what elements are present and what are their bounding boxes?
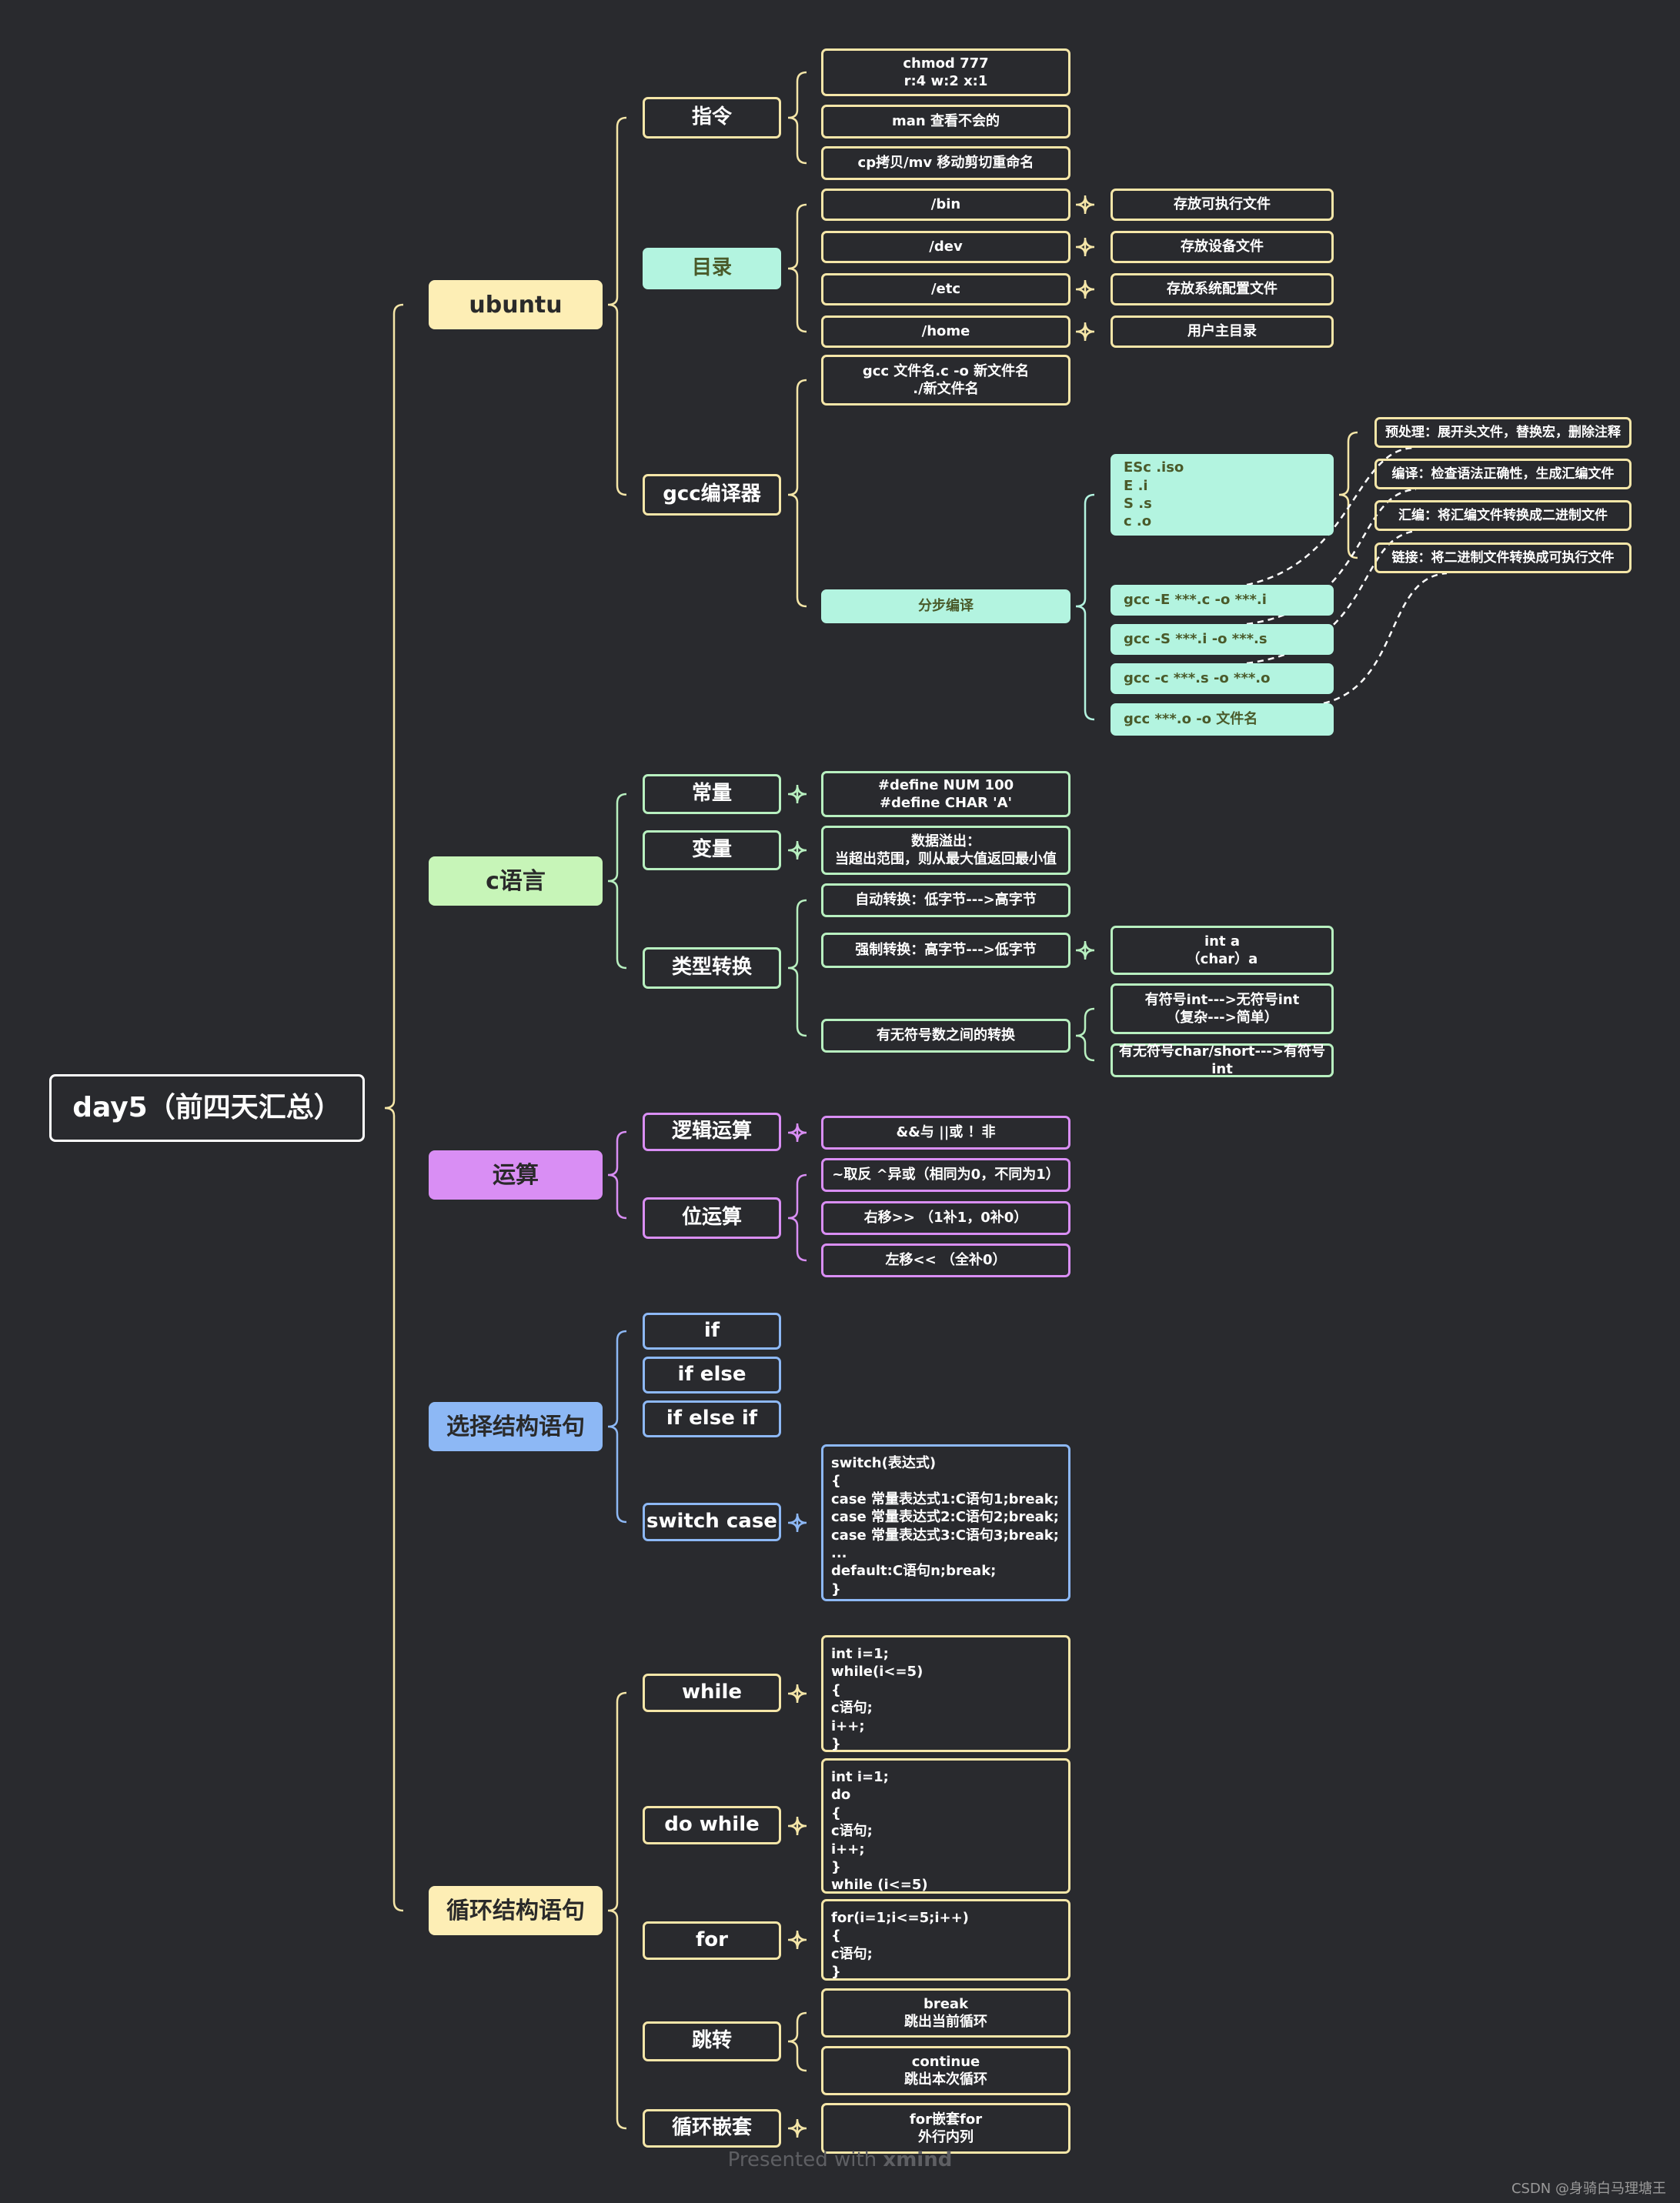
leaf-bin[interactable]: /bin — [821, 189, 1070, 221]
leaf-gcc-link[interactable]: gcc ***.o -o 文件名 — [1111, 703, 1334, 736]
esc-brace — [1338, 431, 1358, 559]
relation-link — [1323, 572, 1448, 705]
leaf-for-code[interactable]: for(i=1;i<=5;i++) { c语句; } — [821, 1899, 1070, 1981]
while-brace — [787, 1684, 807, 1704]
subtopic-bit-ops[interactable]: 位运算 — [643, 1197, 781, 1239]
conv-brace — [787, 899, 807, 1037]
topic-loops[interactable]: 循环结构语句 — [429, 1886, 603, 1935]
leaf-gcc-basic[interactable]: gcc 文件名.c -o 新文件名 ./新文件名 — [821, 355, 1070, 406]
subtopic-commands[interactable]: 指令 — [643, 97, 781, 139]
subtopic-while[interactable]: while — [643, 1674, 781, 1712]
topic-c-language[interactable]: c语言 — [429, 856, 603, 906]
const-brace — [787, 784, 807, 804]
bin-brace — [1075, 195, 1095, 215]
leaf-home-desc[interactable]: 用户主目录 — [1111, 315, 1334, 348]
topic-ubuntu[interactable]: ubuntu — [429, 280, 603, 329]
subtopic-constant[interactable]: 常量 — [643, 774, 781, 814]
leaf-dev[interactable]: /dev — [821, 231, 1070, 263]
select-brace — [607, 1330, 627, 1524]
root-topic[interactable]: day5（前四天汇总） — [49, 1074, 365, 1142]
leaf-man[interactable]: man 查看不会的 — [821, 105, 1070, 139]
gcc-brace — [787, 379, 807, 608]
subtopic-gcc[interactable]: gcc编译器 — [643, 474, 781, 516]
logic-brace — [787, 1123, 807, 1143]
dir-brace — [787, 203, 807, 333]
subtopic-if[interactable]: if — [643, 1313, 781, 1350]
footer-text: Presented with — [727, 2148, 883, 2171]
subtopic-type-conversion[interactable]: 类型转换 — [643, 947, 781, 989]
leaf-gcc-E[interactable]: gcc -E ***.c -o ***.i — [1111, 585, 1334, 616]
note-link[interactable]: 链接：将二进制文件转换成可执行文件 — [1374, 542, 1632, 573]
sign-brace — [1075, 1007, 1095, 1062]
leaf-while-code[interactable]: int i=1; while(i<=5) { c语句; i++; } — [821, 1635, 1070, 1752]
ubuntu-brace — [607, 116, 627, 496]
note-assemble[interactable]: 汇编：将汇编文件转换成二进制文件 — [1374, 500, 1632, 531]
subtopic-switch-case[interactable]: switch case — [643, 1503, 781, 1541]
bit-brace — [787, 1173, 807, 1262]
leaf-home[interactable]: /home — [821, 315, 1070, 348]
leaf-logic-ops[interactable]: &&与 ||或 ！非 — [821, 1116, 1070, 1150]
leaf-force-example[interactable]: int a （char）a — [1111, 926, 1334, 975]
xmind-logo: xmind — [883, 2148, 953, 2171]
leaf-gcc-c[interactable]: gcc -c ***.s -o ***.o — [1111, 663, 1334, 694]
leaf-define[interactable]: #define NUM 100 #define CHAR 'A' — [821, 771, 1070, 817]
etc-brace — [1075, 279, 1095, 299]
leaf-continue[interactable]: continue 跳出本次循环 — [821, 2046, 1070, 2095]
credit-watermark: CSDN @身骑白马理塘王 — [1511, 2181, 1666, 2197]
leaf-esc-suffix[interactable]: ESc .iso E .i S .s c .o — [1111, 454, 1334, 536]
leaf-etc-desc[interactable]: 存放系统配置文件 — [1111, 273, 1334, 305]
leaf-do-while-code[interactable]: int i=1; do { c语句; i++; } while (i<=5) — [821, 1758, 1070, 1894]
home-brace — [1075, 322, 1095, 342]
leaf-step-compile[interactable]: 分步编译 — [821, 589, 1070, 623]
leaf-cp-mv[interactable]: cp拷贝/mv 移动剪切重命名 — [821, 146, 1070, 180]
for-brace — [787, 1930, 807, 1950]
loop-brace — [607, 1691, 627, 2130]
leaf-auto-conversion[interactable]: 自动转换：低字节--->高字节 — [821, 883, 1070, 917]
subtopic-directory[interactable]: 目录 — [643, 248, 781, 289]
note-preprocess[interactable]: 预处理：展开头文件，替换宏，删除注释 — [1374, 417, 1632, 448]
cmd-brace — [787, 71, 807, 165]
leaf-signed-to-unsigned[interactable]: 有符号int--->无符号int （复杂--->简单） — [1111, 983, 1334, 1034]
subtopic-if-else-if[interactable]: if else if — [643, 1400, 781, 1437]
leaf-not-xor[interactable]: ~取反 ^异或（相同为0，不同为1） — [821, 1158, 1070, 1192]
subtopic-jump[interactable]: 跳转 — [643, 2021, 781, 2061]
subtopic-nested-loop[interactable]: 循环嵌套 — [643, 2109, 781, 2148]
leaf-gcc-S[interactable]: gcc -S ***.i -o ***.s — [1111, 624, 1334, 655]
dowhile-brace — [787, 1816, 807, 1836]
subtopic-for[interactable]: for — [643, 1921, 781, 1960]
leaf-dev-desc[interactable]: 存放设备文件 — [1111, 231, 1334, 263]
subtopic-if-else[interactable]: if else — [643, 1357, 781, 1394]
leaf-shift-right[interactable]: 右移>> （1补1，0补0） — [821, 1201, 1070, 1235]
leaf-char-short-to-int[interactable]: 有无符号char/short--->有符号int — [1111, 1043, 1334, 1077]
step-brace — [1075, 493, 1095, 721]
jump-brace — [787, 2011, 807, 2072]
leaf-signed-unsigned[interactable]: 有无符号数之间的转换 — [821, 1019, 1070, 1053]
root-brace — [384, 303, 404, 1912]
leaf-overflow[interactable]: 数据溢出： 当超出范围，则从最大值返回最小值 — [821, 826, 1070, 875]
subtopic-variable[interactable]: 变量 — [643, 830, 781, 870]
dev-brace — [1075, 237, 1095, 257]
leaf-bin-desc[interactable]: 存放可执行文件 — [1111, 189, 1334, 221]
leaf-force-conversion[interactable]: 强制转换：高字节--->低字节 — [821, 933, 1070, 968]
topic-operations[interactable]: 运算 — [429, 1150, 603, 1200]
clang-brace — [607, 793, 627, 970]
nest-brace — [787, 2118, 807, 2138]
subtopic-do-while[interactable]: do while — [643, 1806, 781, 1844]
force-brace — [1075, 940, 1095, 960]
leaf-nested-for[interactable]: for嵌套for 外行内列 — [821, 2103, 1070, 2154]
switch-brace — [787, 1513, 807, 1533]
leaf-etc[interactable]: /etc — [821, 273, 1070, 305]
leaf-break[interactable]: break 跳出当前循环 — [821, 1988, 1070, 2038]
relation-preprocess — [1246, 446, 1417, 586]
footer-presented-with: Presented with xmind — [0, 2148, 1680, 2171]
subtopic-logic-ops[interactable]: 逻辑运算 — [643, 1113, 781, 1151]
var-brace — [787, 840, 807, 860]
topic-selection[interactable]: 选择结构语句 — [429, 1402, 603, 1451]
leaf-chmod[interactable]: chmod 777 r:4 w:2 x:1 — [821, 48, 1070, 96]
leaf-switch-code[interactable]: switch(表达式) { case 常量表达式1:C语句1;break; ca… — [821, 1444, 1070, 1601]
note-compile[interactable]: 编译：检查语法正确性，生成汇编文件 — [1374, 459, 1632, 489]
ops-brace — [607, 1130, 627, 1220]
leaf-shift-left[interactable]: 左移<< （全补0） — [821, 1243, 1070, 1277]
